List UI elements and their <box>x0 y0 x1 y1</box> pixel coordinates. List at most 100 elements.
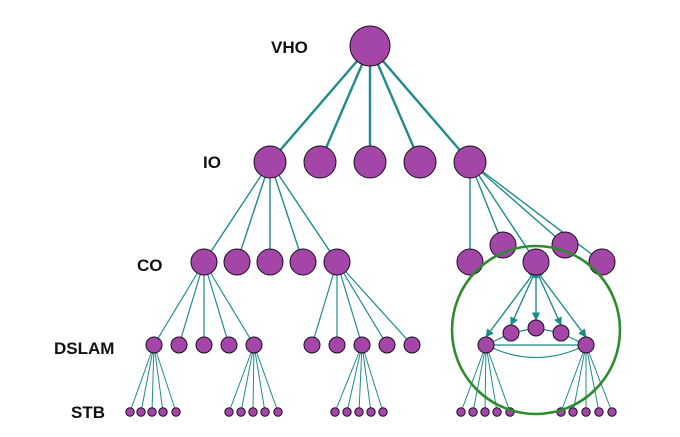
node-stb <box>158 407 168 417</box>
edge-dslam-stb <box>560 344 587 413</box>
edge-dslam-stb <box>153 344 164 413</box>
edge-dslam-stb <box>485 344 511 413</box>
level-label-vho: VHO <box>271 38 308 57</box>
edge-dslam-stb <box>240 344 255 413</box>
edge-dslam-stb <box>228 344 255 413</box>
edge-co-dslam <box>203 261 230 346</box>
edge-io-co <box>469 161 603 263</box>
node-stb <box>581 407 591 417</box>
node-stb <box>224 407 234 417</box>
node-stb <box>171 407 181 417</box>
node-peer <box>502 324 520 342</box>
node-dslam <box>353 336 371 354</box>
node-io <box>303 145 337 179</box>
node-co <box>256 248 284 276</box>
node-peer <box>527 319 545 337</box>
edge-co-dslam <box>336 261 388 346</box>
edge-dslam-stb <box>460 344 487 413</box>
node-co <box>223 248 251 276</box>
level-label-dslam: DSLAM <box>54 339 115 358</box>
edge-vho-io <box>318 45 372 163</box>
edge-peer-curve <box>485 344 587 358</box>
node-stb <box>236 407 246 417</box>
level-label-stb: STB <box>71 403 105 422</box>
node-dslam <box>477 336 495 354</box>
edge-dslam-stb <box>140 344 155 413</box>
node-dslam <box>145 336 163 354</box>
node-dslam <box>303 336 321 354</box>
node-dslam <box>403 336 421 354</box>
node-co <box>588 248 616 276</box>
node-dslam <box>195 336 213 354</box>
edge-io-co <box>236 161 271 263</box>
node-stb <box>342 407 352 417</box>
node-vho <box>349 25 391 67</box>
node-io <box>403 145 437 179</box>
edge-io-co <box>269 161 304 263</box>
edge-dslam-stb <box>151 344 155 413</box>
node-stb <box>248 407 258 417</box>
node-co <box>551 231 579 259</box>
node-stb <box>330 407 340 417</box>
edge-vho-io <box>269 45 371 163</box>
node-stb <box>260 407 270 417</box>
node-dslam <box>577 336 595 354</box>
edge-co-dslam <box>203 261 255 346</box>
node-co <box>289 248 317 276</box>
edge-vho-io <box>368 45 422 163</box>
edge-dslam-stb <box>585 344 600 413</box>
node-io <box>453 145 487 179</box>
node-co <box>323 248 351 276</box>
edge-io-co <box>469 161 566 246</box>
edge-co-dslam <box>311 261 338 346</box>
node-stb <box>456 407 466 417</box>
node-stb <box>273 407 283 417</box>
edge-dslam-stb <box>484 344 487 413</box>
edge-vho-io <box>369 45 471 163</box>
node-stb <box>136 407 146 417</box>
edge-dslam-stb <box>485 344 498 413</box>
edge-dslam-stb <box>358 344 363 413</box>
edge-dslam-stb <box>361 344 384 413</box>
node-co <box>456 248 484 276</box>
edge-dslam-stb <box>346 344 363 413</box>
edge-co-dslam <box>336 261 363 346</box>
edge-io-co <box>269 161 338 263</box>
edge-dslam-stb <box>252 344 255 413</box>
edge-co-dslam <box>178 261 205 346</box>
node-stb <box>147 407 157 417</box>
highlight-cluster-circle <box>450 244 622 416</box>
node-dslam <box>220 336 238 354</box>
edge-dslam-stb <box>129 344 155 413</box>
node-stb <box>354 407 364 417</box>
edge-co-dslam <box>153 261 205 346</box>
node-stb <box>594 407 604 417</box>
node-io <box>353 145 387 179</box>
edge-peer-arrow <box>535 269 587 338</box>
node-stb <box>607 407 617 417</box>
node-co <box>522 248 550 276</box>
edge-io-co <box>203 161 271 263</box>
node-stb <box>480 407 490 417</box>
node-stb <box>378 407 388 417</box>
node-dslam <box>245 336 263 354</box>
level-label-io: IO <box>203 153 221 172</box>
node-co <box>190 248 218 276</box>
level-label-co: CO <box>137 256 163 275</box>
edge-io-co <box>469 161 537 263</box>
edge-dslam-stb <box>334 344 363 413</box>
edge-dslam-stb <box>253 344 266 413</box>
node-stb <box>366 407 376 417</box>
node-peer <box>552 324 570 342</box>
edge-dslam-stb <box>153 344 177 413</box>
node-dslam <box>170 336 188 354</box>
node-stb <box>125 407 135 417</box>
edge-dslam-stb <box>572 344 587 413</box>
node-stb <box>492 407 502 417</box>
node-stb <box>568 407 578 417</box>
edge-dslam-stb <box>472 344 487 413</box>
node-dslam <box>378 336 396 354</box>
edge-co-dslam <box>336 261 413 346</box>
